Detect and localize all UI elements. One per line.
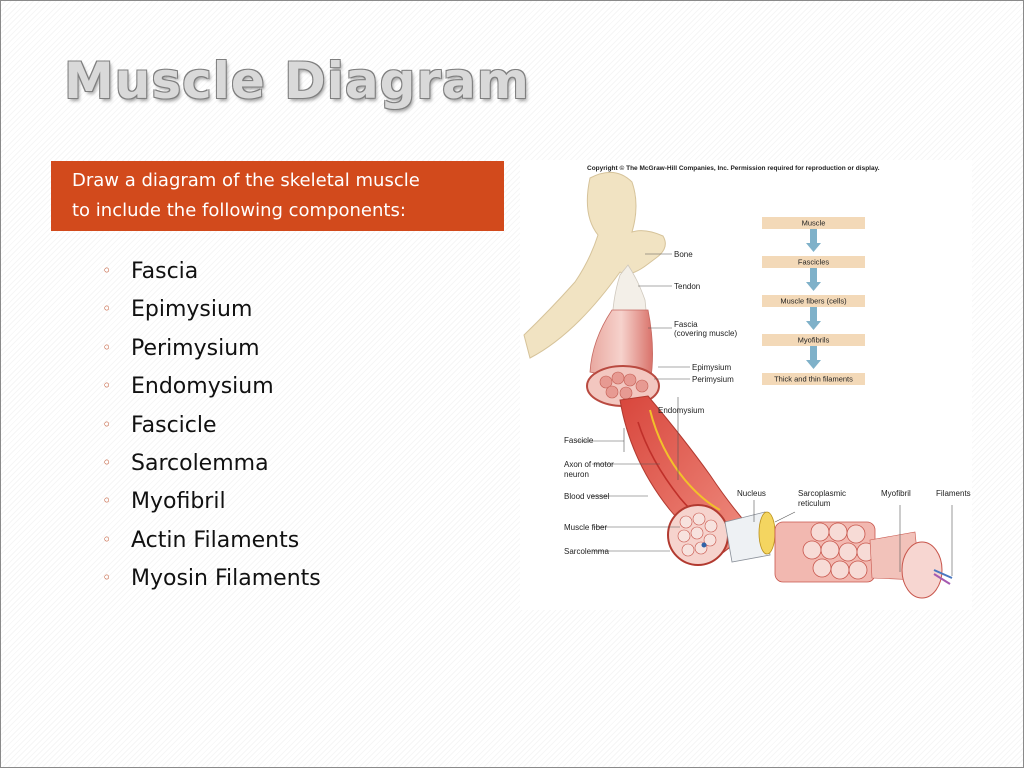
- label-epimysium: Epimysium: [692, 363, 731, 372]
- list-item-label: Actin Filaments: [131, 527, 300, 553]
- instruction-box: Draw a diagram of the skeletal muscle to…: [51, 161, 504, 231]
- label-fascia-note: (covering muscle): [674, 329, 737, 338]
- list-item: ◦ Epimysium: [102, 290, 321, 328]
- list-item: ◦ Sarcolemma: [102, 444, 321, 482]
- list-item: ◦ Endomysium: [102, 367, 321, 405]
- myofibril-bundle: [774, 521, 876, 583]
- flow-label-fascicles: Fascicles: [798, 258, 830, 267]
- list-item-label: Perimysium: [131, 335, 260, 361]
- bullet-ring-icon: ◦: [102, 414, 112, 434]
- flow-arrow-icon: [806, 268, 821, 291]
- instruction-line-1: Draw a diagram of the skeletal muscle: [72, 170, 420, 191]
- muscle-anatomy-illustration: Copyright © The McGraw-Hill Companies, I…: [523, 164, 971, 599]
- label-muscle-fiber: Muscle fiber: [564, 523, 607, 532]
- copyright-notice: Copyright © The McGraw-Hill Companies, I…: [587, 164, 880, 172]
- slide-title: Muscle Diagram: [64, 52, 530, 110]
- bullet-ring-icon: ◦: [102, 261, 112, 280]
- flow-label-muscle: Muscle: [802, 219, 826, 228]
- label-sarcolemma: Sarcolemma: [564, 547, 609, 556]
- list-item-label: Myosin Filaments: [131, 566, 321, 592]
- label-myofibril: Myofibril: [881, 489, 911, 498]
- label-sarcoplasmic-reticulum: Sarcoplasmic: [798, 489, 846, 498]
- label-axon-neuron: neuron: [564, 470, 589, 479]
- filament-strand: [933, 569, 953, 579]
- bullet-ring-icon: ◦: [102, 299, 112, 319]
- label-fascicle: Fascicle: [564, 436, 594, 445]
- label-reticulum: reticulum: [798, 499, 831, 508]
- list-item-label: Sarcolemma: [131, 450, 269, 476]
- bullet-ring-icon: ◦: [102, 491, 112, 511]
- bullet-ring-icon: ◦: [102, 568, 112, 588]
- flow-box-filaments: [762, 373, 865, 385]
- label-perimysium: Perimysium: [692, 375, 734, 384]
- instruction-line-2: to include the following components:: [72, 200, 406, 221]
- flow-box-muscle: [762, 217, 865, 229]
- flow-arrow-icon: [806, 307, 821, 330]
- flow-arrow-icon: [806, 346, 821, 369]
- label-endomysium: Endomysium: [658, 406, 705, 415]
- list-item-label: Fascicle: [131, 412, 217, 438]
- sarcoplasmic-reticulum-shape: [758, 511, 776, 555]
- list-item: ◦ Actin Filaments: [102, 521, 321, 559]
- axon-of-motor-neuron-line: [649, 409, 721, 511]
- bullet-ring-icon: ◦: [102, 337, 112, 357]
- muscle-section-bundles: [599, 371, 649, 400]
- list-item: ◦ Fascia: [102, 252, 321, 290]
- flow-label-muscle-fibers: Muscle fibers (cells): [780, 297, 847, 306]
- label-blood-vessel: Blood vessel: [564, 492, 610, 501]
- bone-shape: [523, 171, 666, 359]
- list-item: ◦ Myosin Filaments: [102, 559, 321, 597]
- flow-box-myofibrils: [762, 334, 865, 346]
- flow-arrow-icon: [806, 229, 821, 252]
- filament-strand: [933, 573, 951, 585]
- myofibril-cross-section: [901, 541, 943, 599]
- label-fascia: Fascia: [674, 320, 698, 329]
- hierarchy-flowchart: Muscle Fascicles Muscle fibers (cells) M…: [762, 217, 865, 385]
- leader-lines: [576, 253, 953, 576]
- label-nucleus: Nucleus: [737, 489, 766, 498]
- list-item-label: Epimysium: [131, 297, 253, 323]
- muscle-fiber-cylinder: [724, 511, 771, 563]
- list-item: ◦ Myofibril: [102, 482, 321, 520]
- bullet-ring-icon: ◦: [102, 452, 112, 472]
- component-list: ◦ Fascia ◦ Epimysium ◦ Perimysium ◦ Endomysi…: [102, 252, 321, 598]
- label-tendon: Tendon: [674, 282, 700, 291]
- label-axon: Axon of motor: [564, 460, 614, 469]
- flow-label-myofibrils: Myofibrils: [798, 336, 830, 345]
- label-filaments: Filaments: [936, 489, 971, 498]
- bullet-ring-icon: ◦: [102, 376, 112, 396]
- flow-label-filaments: Thick and thin filaments: [774, 375, 853, 384]
- flow-box-fascicles: [762, 256, 865, 268]
- list-item: ◦ Fascicle: [102, 406, 321, 444]
- list-item-label: Fascia: [131, 259, 199, 284]
- bullet-ring-icon: ◦: [102, 529, 112, 549]
- fascicle-fiber-sections: [677, 512, 718, 557]
- muscle-anatomy-figure: Copyright © The McGraw-Hill Companies, I…: [520, 160, 972, 610]
- list-item-label: Endomysium: [131, 374, 274, 400]
- nucleus-dot: [701, 542, 707, 548]
- list-item: ◦ Perimysium: [102, 329, 321, 367]
- list-item-label: Myofibril: [131, 489, 226, 515]
- flow-box-muscle-fibers: [762, 295, 865, 307]
- label-bone: Bone: [674, 250, 693, 259]
